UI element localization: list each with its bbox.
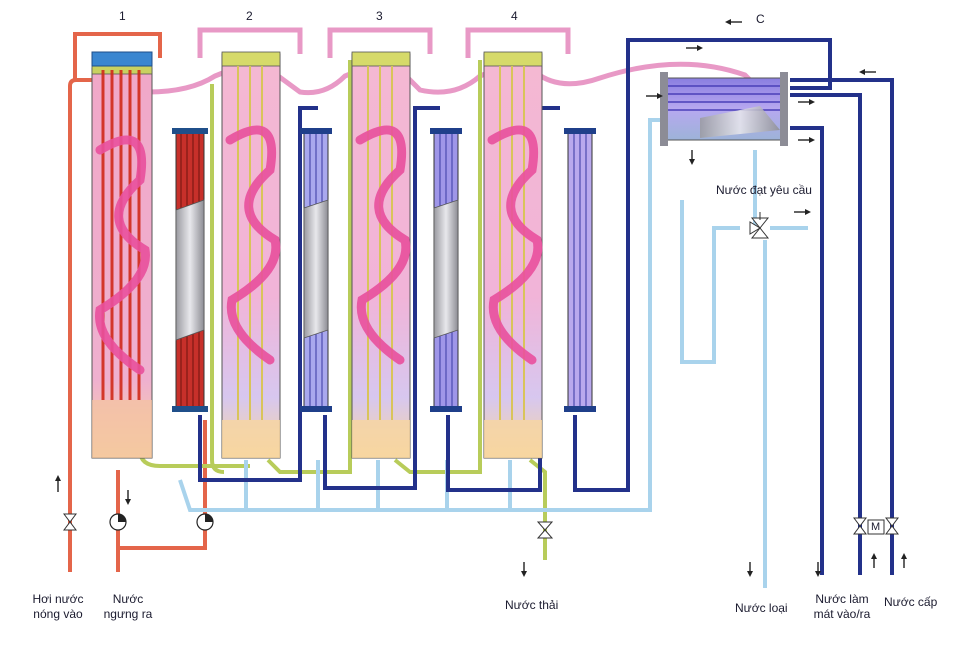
bottom-valves (63, 513, 899, 539)
cooling-pipes (198, 38, 894, 575)
pumps (109, 513, 214, 531)
motor-box (867, 519, 885, 535)
rejected-water-label: Nước loại (735, 601, 788, 615)
three-way-valve (749, 212, 770, 239)
stage-3-number: 3 (376, 9, 383, 23)
stage-4-number: 4 (511, 9, 518, 23)
flow-arrows (55, 19, 907, 577)
condenser-c (660, 72, 788, 146)
stage-2-number: 2 (246, 9, 253, 23)
product-water-label: Nước đạt yêu cầu (716, 183, 812, 197)
product-pipes (178, 118, 808, 588)
stage-1-number: 1 (119, 9, 126, 23)
vapor-pipes (147, 27, 772, 102)
heat-exchanger-1 (172, 128, 208, 412)
heat-exchanger-2 (300, 128, 332, 412)
heat-exchanger-3 (430, 128, 462, 412)
feed-water-label: Nước cấp (884, 595, 938, 609)
condenser-label: C (756, 12, 765, 26)
wastewater-label: Nước thải (505, 598, 559, 612)
column-4 (483, 51, 543, 459)
motor-label: M (871, 521, 881, 533)
heat-exchanger-4 (564, 128, 596, 412)
spirals (95, 125, 543, 375)
